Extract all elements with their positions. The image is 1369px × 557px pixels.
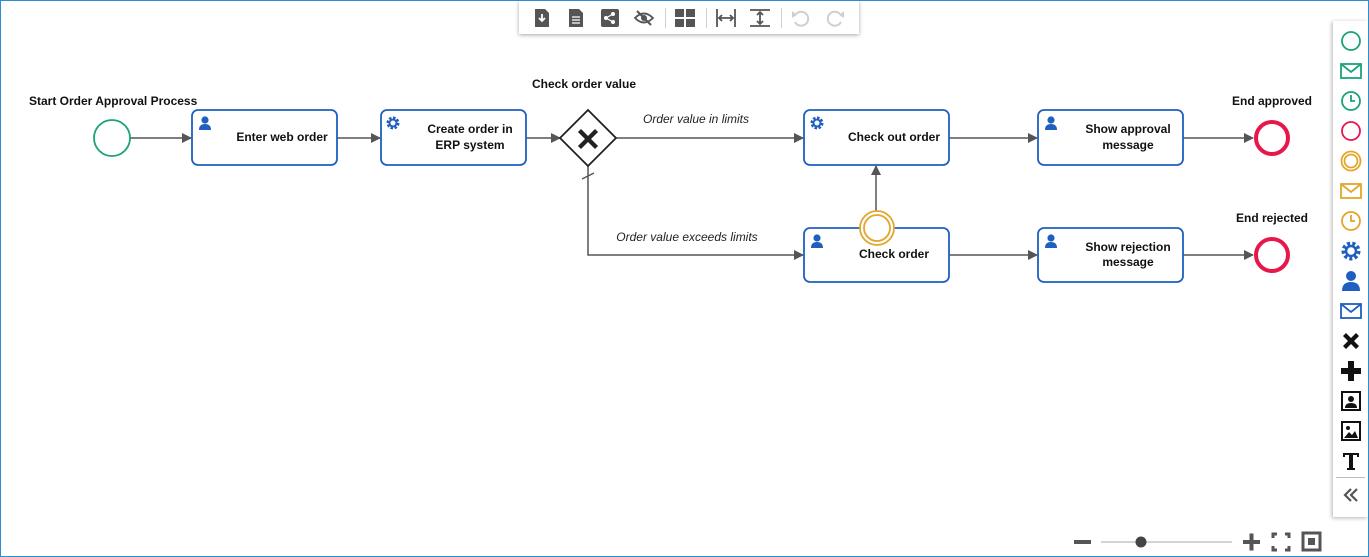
toolbar-separator <box>781 7 782 28</box>
task-enter-web-order[interactable]: Enter web order <box>191 109 338 166</box>
task-label-line2: message <box>1102 138 1154 152</box>
image-icon[interactable] <box>1338 418 1364 444</box>
layout-icon[interactable] <box>672 5 698 31</box>
fit-to-screen-icon[interactable] <box>1301 531 1322 552</box>
flow-exceeds-limits[interactable] <box>587 166 804 260</box>
redo-icon[interactable] <box>822 5 848 31</box>
service-task-icon[interactable] <box>1338 238 1364 264</box>
zoom-controls <box>1069 529 1329 555</box>
person-image-icon[interactable] <box>1338 388 1364 414</box>
user-task-icon[interactable] <box>1338 268 1364 294</box>
end-event-rejected[interactable] <box>1254 237 1290 273</box>
element-palette <box>1333 21 1368 517</box>
default-flow-marker <box>581 172 595 180</box>
message-task-icon[interactable] <box>1338 298 1364 324</box>
task-create-order-erp[interactable]: Create order in ERP system <box>380 109 527 166</box>
message-start-icon[interactable] <box>1338 58 1364 84</box>
task-show-rejection-message[interactable]: Show rejection message <box>1037 227 1184 283</box>
document-icon[interactable] <box>563 5 589 31</box>
task-show-approval-message[interactable]: Show approval message <box>1037 109 1184 166</box>
hide-icon[interactable] <box>631 5 657 31</box>
boundary-intermediate-event[interactable] <box>859 210 895 246</box>
download-icon[interactable] <box>529 5 555 31</box>
end-event-icon[interactable] <box>1338 118 1364 144</box>
fit-height-icon[interactable] <box>747 5 773 31</box>
collapse-icon[interactable] <box>1338 482 1364 508</box>
timer-start-icon[interactable] <box>1338 88 1364 114</box>
task-check-out-order[interactable]: Check out order <box>803 109 950 166</box>
end-event-approved[interactable] <box>1254 120 1290 156</box>
exclusive-x-icon <box>577 128 599 150</box>
parallel-gateway-icon[interactable] <box>1338 358 1364 384</box>
exclusive-gateway[interactable] <box>558 108 618 168</box>
intermediate-event-icon[interactable] <box>1338 148 1364 174</box>
fullscreen-icon[interactable] <box>1271 532 1291 552</box>
flow-label-in-limits: Order value in limits <box>643 112 749 126</box>
task-label: Enter web order <box>236 130 328 144</box>
start-event-label: Start Order Approval Process <box>29 94 198 108</box>
end-approved-label: End approved <box>1232 94 1312 108</box>
gateway-label: Check order value <box>532 77 636 91</box>
task-label-line1: Show rejection <box>1085 240 1170 254</box>
undo-icon[interactable] <box>788 5 814 31</box>
exclusive-gateway-icon[interactable] <box>1338 328 1364 354</box>
task-check-order[interactable]: Check order <box>803 227 950 283</box>
task-label-line2: message <box>1102 255 1154 269</box>
timer-intermediate-icon[interactable] <box>1338 208 1364 234</box>
zoom-out-icon[interactable] <box>1074 540 1091 544</box>
start-event-icon[interactable] <box>1338 28 1364 54</box>
task-label: Check out order <box>848 130 940 144</box>
task-label-line1: Show approval <box>1085 122 1170 136</box>
message-intermediate-icon[interactable] <box>1338 178 1364 204</box>
end-rejected-label: End rejected <box>1236 211 1308 225</box>
top-toolbar <box>519 1 859 34</box>
start-event[interactable] <box>93 119 131 157</box>
toolbar-separator <box>706 7 707 28</box>
task-label: Check order <box>859 247 929 261</box>
palette-divider <box>1336 477 1365 478</box>
task-label-line2: ERP system <box>435 138 504 152</box>
fit-width-icon[interactable] <box>713 5 739 31</box>
share-icon[interactable] <box>597 5 623 31</box>
zoom-slider-handle[interactable] <box>1135 536 1147 548</box>
text-icon[interactable] <box>1338 448 1364 474</box>
task-label-line1: Create order in <box>427 122 512 136</box>
flow-label-exceeds-limits: Order value exceeds limits <box>616 230 757 244</box>
zoom-in-icon[interactable] <box>1243 533 1260 551</box>
sequence-flows <box>130 133 1254 260</box>
toolbar-separator <box>665 7 666 28</box>
